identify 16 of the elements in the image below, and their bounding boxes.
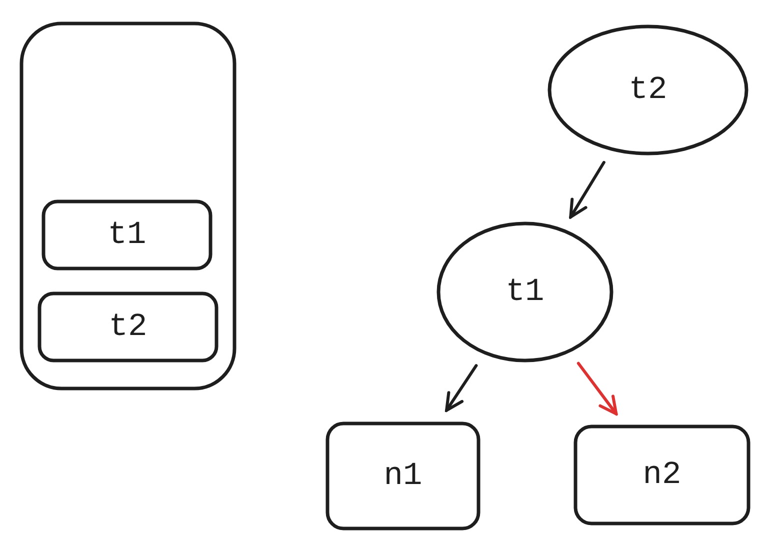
- arrow: [445, 364, 478, 412]
- rounded-box: [574, 425, 750, 525]
- ellipse-node: [548, 25, 748, 155]
- node-label: n1: [384, 460, 422, 492]
- ellipse-node: [437, 222, 613, 362]
- rounded-box: [326, 422, 480, 530]
- node-label: t1: [108, 219, 146, 251]
- rounded-box: [38, 292, 218, 362]
- rounded-box: [42, 200, 212, 270]
- node-label: t2: [108, 311, 148, 343]
- node-label: n2: [642, 459, 682, 491]
- node-label: t1: [506, 276, 544, 308]
- node-label: t2: [628, 74, 668, 106]
- arrow: [576, 362, 618, 416]
- arrow: [569, 160, 606, 219]
- rounded-box: [20, 22, 236, 390]
